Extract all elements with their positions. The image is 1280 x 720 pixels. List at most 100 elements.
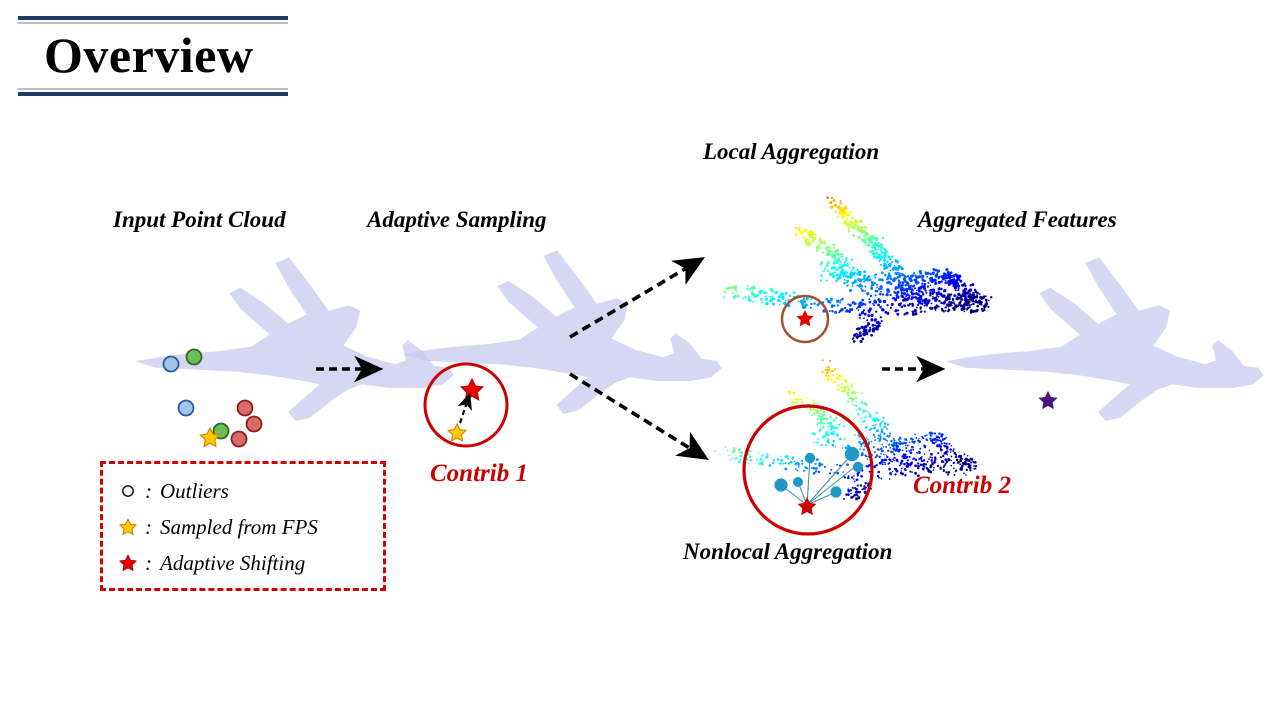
point-cloud-dot bbox=[920, 310, 923, 313]
point-cloud-dot bbox=[910, 461, 914, 464]
point-cloud-dot bbox=[794, 295, 797, 299]
point-cloud-dot bbox=[881, 293, 885, 296]
point-cloud-dot bbox=[803, 404, 807, 407]
label-adaptive-sampling: Adaptive Sampling bbox=[367, 207, 547, 232]
point-cloud-dot bbox=[906, 459, 910, 462]
point-cloud-dot bbox=[884, 265, 888, 269]
point-cloud-dot bbox=[944, 462, 947, 465]
point-cloud-dot bbox=[897, 309, 900, 312]
point-cloud-dot bbox=[896, 292, 899, 295]
point-cloud-dot bbox=[816, 438, 819, 441]
point-cloud-dot bbox=[943, 301, 946, 305]
point-cloud-dot bbox=[944, 279, 947, 282]
point-cloud-dot bbox=[731, 291, 734, 294]
point-cloud-dot bbox=[800, 301, 803, 304]
point-cloud-dot bbox=[915, 437, 918, 439]
point-cloud-dot bbox=[875, 290, 879, 293]
point-cloud-dot bbox=[733, 285, 737, 289]
point-cloud-dot bbox=[844, 273, 847, 277]
point-cloud-dot bbox=[874, 249, 877, 252]
point-cloud-dot bbox=[836, 299, 840, 303]
point-cloud-dot bbox=[847, 493, 850, 495]
point-cloud-dot bbox=[929, 272, 932, 276]
point-cloud-dot bbox=[856, 472, 860, 476]
point-cloud-dot bbox=[881, 308, 885, 312]
point-cloud-dot bbox=[846, 309, 849, 313]
point-cloud-dot bbox=[942, 454, 945, 456]
legend-item-adaptive-shifting: : Adaptive Shifting bbox=[115, 545, 383, 581]
point-cloud-dot bbox=[856, 227, 859, 231]
point-cloud-dot bbox=[823, 465, 827, 468]
point-cloud-dot bbox=[853, 225, 857, 229]
point-cloud-dot bbox=[896, 271, 899, 274]
point-cloud-dot bbox=[874, 294, 877, 297]
point-cloud-dot bbox=[805, 406, 808, 409]
point-cloud-dot bbox=[837, 388, 840, 391]
point-cloud-dot bbox=[892, 453, 895, 455]
point-cloud-dot bbox=[839, 199, 842, 203]
point-cloud-dot bbox=[955, 284, 959, 288]
point-cloud-dot bbox=[906, 311, 909, 315]
point-cloud-dot bbox=[868, 412, 871, 414]
point-cloud-dot bbox=[825, 372, 828, 375]
point-cloud-dot bbox=[794, 463, 797, 466]
point-cloud-dot bbox=[934, 437, 937, 441]
point-cloud-dot bbox=[738, 451, 741, 454]
point-cloud-dot bbox=[858, 334, 862, 338]
point-cloud-dot bbox=[864, 325, 867, 328]
point-cloud-dot bbox=[895, 448, 899, 451]
point-cloud-dot bbox=[801, 305, 806, 309]
point-cloud-dot bbox=[888, 444, 890, 446]
point-cloud-dot bbox=[917, 466, 920, 470]
point-cloud-dot bbox=[900, 267, 904, 271]
point-cloud-dot bbox=[966, 306, 970, 309]
point-cloud-dot bbox=[942, 468, 945, 472]
point-cloud-dot bbox=[841, 214, 845, 219]
point-cloud-dot bbox=[914, 287, 917, 290]
point-cloud-dot bbox=[846, 476, 850, 480]
point-cloud-dot bbox=[889, 446, 892, 449]
point-cloud-dot bbox=[892, 267, 896, 270]
outlier-point-green bbox=[212, 422, 230, 440]
point-cloud-dot bbox=[903, 454, 907, 457]
point-cloud-dot bbox=[863, 238, 867, 241]
point-cloud-dot bbox=[921, 277, 924, 280]
point-cloud-dot bbox=[827, 245, 830, 248]
point-cloud-dot bbox=[816, 410, 820, 414]
point-cloud-dot bbox=[877, 255, 881, 259]
red-star-icon bbox=[459, 377, 485, 401]
point-cloud-dot bbox=[967, 465, 971, 469]
point-cloud-dot bbox=[905, 450, 908, 453]
point-cloud-dot bbox=[807, 232, 812, 236]
point-cloud-dot bbox=[852, 398, 855, 401]
point-cloud-dot bbox=[860, 227, 863, 230]
point-cloud-dot bbox=[844, 206, 848, 210]
point-cloud-dot bbox=[864, 409, 867, 413]
point-cloud-dot bbox=[885, 454, 888, 456]
point-cloud-dot bbox=[867, 275, 871, 278]
point-cloud-dot bbox=[938, 443, 940, 446]
point-cloud-dot bbox=[826, 433, 830, 437]
point-cloud-dot bbox=[806, 397, 809, 400]
point-cloud-dot bbox=[919, 307, 922, 310]
point-cloud-dot bbox=[929, 279, 932, 282]
point-cloud-dot bbox=[944, 297, 949, 302]
point-cloud-dot bbox=[853, 333, 857, 337]
point-cloud-dot bbox=[911, 289, 914, 292]
point-cloud-dot bbox=[832, 427, 835, 429]
point-cloud-dot bbox=[861, 469, 864, 472]
point-cloud-dot bbox=[749, 458, 753, 462]
point-cloud-dot bbox=[947, 297, 951, 301]
point-cloud-dot bbox=[831, 431, 833, 433]
point-cloud-dot bbox=[947, 279, 950, 283]
point-cloud-dot bbox=[832, 424, 835, 427]
point-cloud-dot bbox=[818, 464, 822, 467]
point-cloud-dot bbox=[841, 207, 844, 209]
point-cloud-dot bbox=[963, 290, 966, 294]
point-cloud-dot bbox=[826, 421, 830, 425]
point-cloud-dot bbox=[924, 300, 927, 303]
point-cloud-dot bbox=[795, 398, 799, 401]
outlier-point-green bbox=[185, 348, 203, 366]
point-cloud-dot bbox=[812, 471, 816, 475]
point-cloud-dot bbox=[859, 442, 863, 446]
